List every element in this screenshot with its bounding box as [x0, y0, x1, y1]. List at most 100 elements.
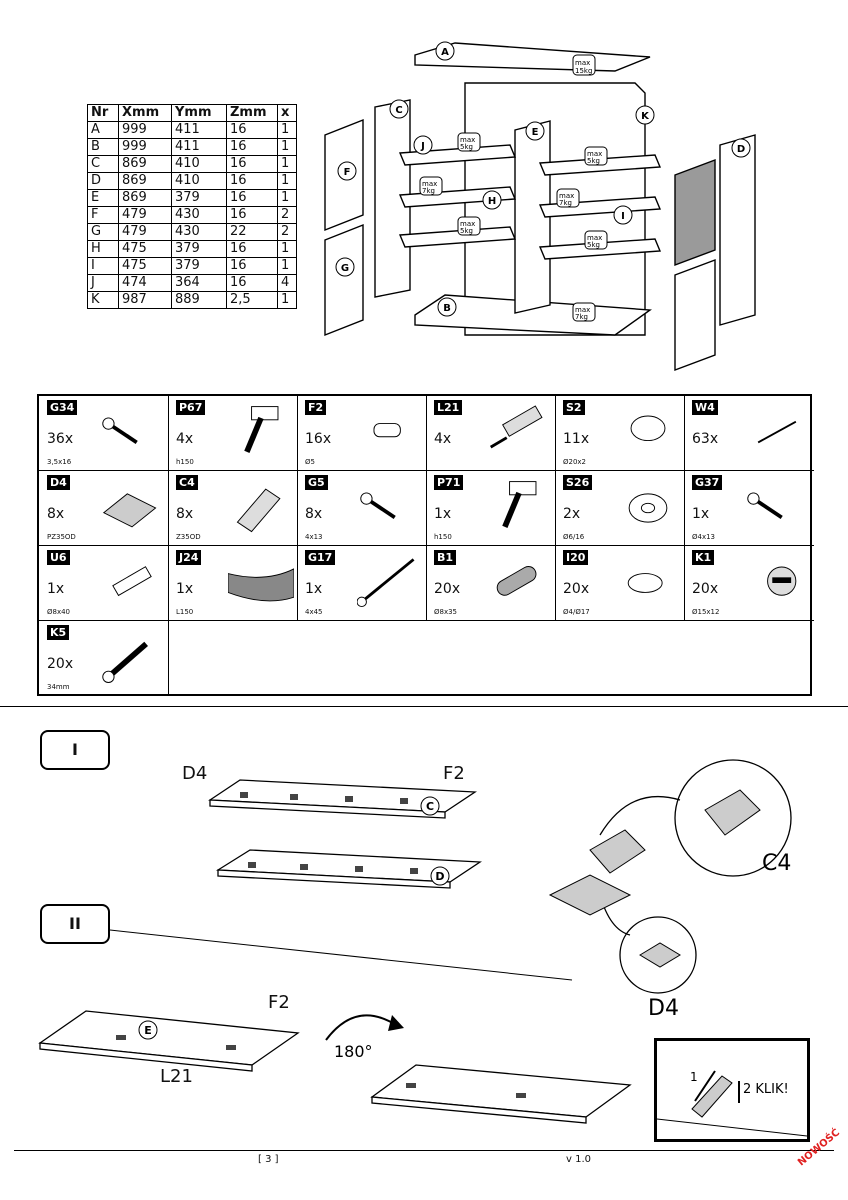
step-2-label: II: [40, 904, 110, 944]
click-detail-box: 1 2 KLIK!: [654, 1038, 810, 1142]
f2-callout: F2: [443, 763, 465, 784]
hardware-dimension: Ø4/Ø17: [563, 608, 590, 616]
hardware-code: P71: [434, 475, 464, 490]
panel-letter-i: I: [621, 211, 625, 222]
hardware-dimension: h150: [434, 533, 452, 541]
load-label: 7kg: [575, 313, 588, 321]
load-label: max: [575, 306, 590, 314]
shelf-i: [538, 196, 662, 218]
table-cell: 1: [277, 121, 297, 139]
panel-d-marker: [430, 866, 450, 886]
click-detail-drawing: 1 2 KLIK!: [657, 1070, 807, 1137]
long-screw-icon: [357, 558, 415, 608]
hardware-dimension: Ø15x12: [692, 608, 720, 616]
table-cell: E: [87, 189, 119, 207]
table-cell: 474: [118, 274, 172, 292]
table-cell: 16: [226, 274, 278, 292]
hardware-quantity: 20x: [563, 581, 590, 597]
load-label: 7kg: [422, 187, 435, 195]
table-cell: 2,5: [226, 291, 278, 309]
table-cell: 16: [226, 155, 278, 173]
l21-latch-icon: [226, 1045, 236, 1050]
hardware-quantity: 1x: [176, 581, 194, 597]
table-cell: 999: [118, 138, 172, 156]
screw-icon: [360, 492, 396, 519]
panel-marker-h: [482, 190, 502, 210]
load-label: max: [575, 59, 590, 67]
hardware-quantity: 8x: [47, 506, 65, 522]
panel-marker-e: [525, 121, 545, 141]
hardware-dimension: Ø8x35: [434, 608, 458, 616]
table-cell: 869: [118, 155, 172, 173]
assembled-hinge-icon: [548, 874, 632, 916]
table-cell: D: [87, 172, 119, 190]
panel-letter-c: C: [395, 105, 402, 116]
table-cell: 1: [277, 291, 297, 309]
panel-d: [719, 134, 756, 326]
hinge-plate-icon: [102, 493, 157, 528]
table-cell: F: [87, 206, 119, 224]
hardware-code: D4: [47, 475, 70, 490]
table-cell: G: [87, 223, 119, 241]
c4-zoom-label: C4: [762, 851, 791, 876]
hardware-quantity: 4x: [434, 431, 452, 447]
table-cell: B: [87, 138, 119, 156]
table-cell: 411: [171, 138, 227, 156]
hardware-code: L21: [434, 400, 463, 415]
door-g-right: [674, 158, 716, 267]
table-cell: 16: [226, 121, 278, 139]
push-latch-icon: [489, 405, 543, 449]
hinge-detail: C4 D4: [548, 759, 792, 1020]
hardware-quantity: 8x: [305, 506, 323, 522]
panel-marker-i: [613, 205, 633, 225]
panel-d-letter: D: [435, 870, 444, 883]
header-z: Zmm: [226, 104, 278, 122]
hardware-quantity: 63x: [692, 431, 719, 447]
nail-icon: [757, 420, 797, 444]
table-cell: 475: [118, 257, 172, 275]
d4-callout: D4: [182, 763, 208, 784]
header-count: x: [277, 104, 297, 122]
footer-divider: [14, 1150, 834, 1151]
hardware-code: U6: [47, 550, 70, 565]
panel-e-letter: E: [144, 1024, 152, 1037]
table-cell: 889: [171, 291, 227, 309]
table-cell: 1: [277, 155, 297, 173]
table-cell: 430: [171, 223, 227, 241]
table-cell: J: [87, 274, 119, 292]
d4-plate-icon: [639, 942, 681, 968]
table-cell: 410: [171, 172, 227, 190]
hardware-code: B1: [434, 550, 457, 565]
wall-plug-icon: [112, 566, 152, 597]
panel-marker-f: [337, 161, 357, 181]
table-header-row: Nr Xmm Ymm Zmm x: [87, 104, 297, 122]
hardware-quantity: 11x: [563, 431, 590, 447]
table-cell: 4: [277, 274, 297, 292]
table-cell: C: [87, 155, 119, 173]
load-label: max: [422, 180, 437, 188]
table-cell: 16: [226, 257, 278, 275]
screw-icon: [102, 417, 138, 444]
hardware-code: G37: [692, 475, 723, 490]
rotate-label: 180°: [334, 1042, 373, 1061]
hardware-dimension: Ø6/16: [563, 533, 585, 541]
table-cell: 475: [118, 240, 172, 258]
click-step-2: 2 KLIK!: [743, 1082, 789, 1097]
table-cell: 999: [118, 121, 172, 139]
page-number: [ 3 ]: [258, 1154, 279, 1165]
hardware-quantity: 20x: [692, 581, 719, 597]
hardware-quantity: 36x: [47, 431, 74, 447]
hinge-icon: [236, 488, 281, 533]
load-label: max: [460, 136, 475, 144]
table-cell: 1: [277, 257, 297, 275]
hardware-code: G34: [47, 400, 78, 415]
